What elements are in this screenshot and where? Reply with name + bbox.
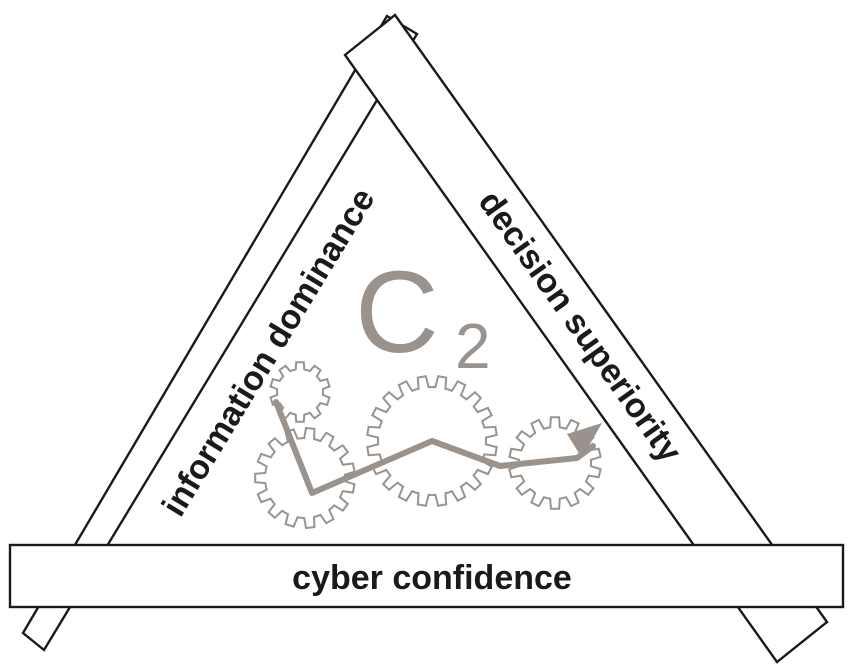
bar-information-dominance — [21, 14, 419, 652]
c2-symbol: C 2 — [355, 247, 491, 382]
bar-cyber-confidence: cyber confidence — [8, 543, 845, 609]
label-cyber-confidence: cyber confidence — [292, 559, 572, 597]
c2-subscript: 2 — [455, 310, 491, 382]
bar-decision-superiority — [343, 13, 829, 664]
label-decision-superiority: decision superiority — [471, 184, 689, 469]
gear-icon — [269, 361, 331, 423]
c2-letter: C — [355, 247, 439, 377]
trend-arrow-icon — [273, 399, 602, 496]
